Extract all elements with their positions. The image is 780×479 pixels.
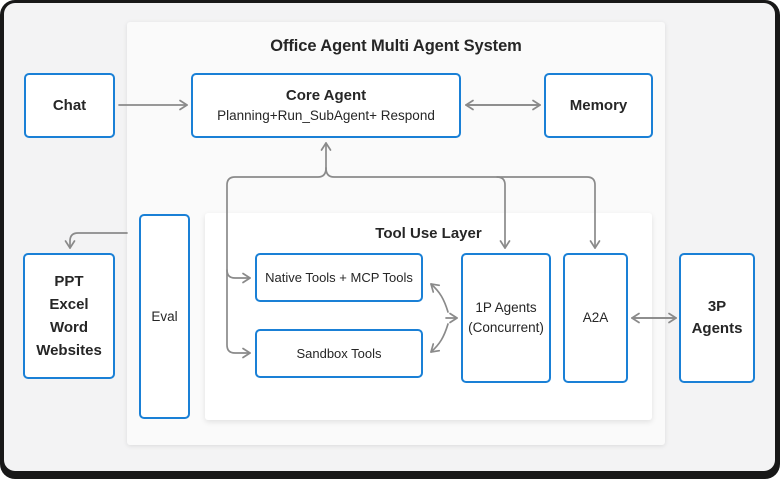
doc-output-websites: Websites [36,342,102,359]
3p-agents-label-line1: 3P [707,298,727,315]
native-tools-label: Native Tools + MCP Tools [265,269,413,285]
connector-system-to-docs [64,232,128,249]
node-1p-agents: 1P Agents (Concurrent) [461,253,551,383]
node-native-tools: Native Tools + MCP Tools [255,253,423,302]
1p-agents-label-line2: (Concurrent) [468,320,544,335]
diagram-title: Office Agent Multi Agent System [270,37,522,55]
node-3p-agents: 3P Agents [679,253,755,383]
node-core-agent: Core Agent Planning+Run_SubAgent+ Respon… [191,73,461,138]
node-memory: Memory [544,73,653,138]
a2a-label: A2A [582,310,609,325]
node-eval: Eval [139,214,190,419]
sandbox-tools-label: Sandbox Tools [296,345,382,361]
node-sandbox-tools: Sandbox Tools [255,329,423,378]
tool-use-layer-title: Tool Use Layer [375,225,482,242]
eval-label: Eval [151,308,178,324]
doc-output-word: Word [49,319,89,336]
core-agent-subtitle: Planning+Run_SubAgent+ Respond [217,108,435,123]
doc-output-ppt: PPT [54,273,84,290]
doc-output-excel: Excel [49,296,89,313]
node-doc-outputs: PPT Excel Word Websites [23,253,115,379]
node-chat: Chat [24,73,115,138]
3p-agents-label-line2: Agents [691,320,743,337]
chat-label: Chat [52,96,87,114]
core-agent-title: Core Agent [285,87,367,104]
node-a2a: A2A [563,253,628,383]
1p-agents-label-line1: 1P Agents [475,300,537,315]
memory-label: Memory [569,96,628,114]
